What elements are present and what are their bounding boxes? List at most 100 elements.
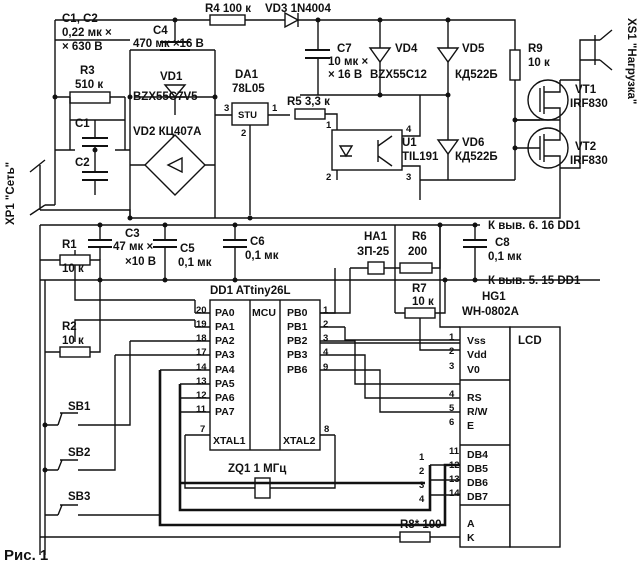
u1-pin4: 4 <box>406 124 412 135</box>
da1-pin1: 1 <box>272 103 278 114</box>
lcd-pin-num: 5 <box>449 403 455 414</box>
sb-contacts <box>57 412 63 516</box>
c7-capacitor <box>305 49 330 59</box>
mcu-pin-num: 1 <box>323 305 329 316</box>
buttons-common <box>60 412 78 506</box>
mcu-pin-num: 11 <box>196 404 207 415</box>
c7-label: С7 <box>337 43 352 55</box>
r6-value: 200 <box>408 246 427 258</box>
u1-label: U1 <box>402 137 417 149</box>
lcd-pin-label: Vss <box>467 335 486 347</box>
c5-value: 0,1 мк <box>178 257 212 269</box>
c1c2-value: 0,22 мк × <box>62 27 112 39</box>
mcu-pin-num: 20 <box>196 305 207 316</box>
lcd-pin-label: E <box>467 420 474 432</box>
c2-label: С2 <box>75 157 90 169</box>
mcu-pin-pa2: PA2 <box>215 335 235 347</box>
c1-label: С1 <box>75 118 90 130</box>
bus-pin-num: 4 <box>419 494 425 505</box>
vt1-value: IRF830 <box>570 98 608 110</box>
lcd-pin-label: DB4 <box>467 449 488 461</box>
ha1-label: HA1 <box>364 231 388 243</box>
r5-label: R5 3,3 к <box>287 96 330 108</box>
lcd-pin-label: DB6 <box>467 477 488 489</box>
mcu-pin-pb6: PB6 <box>287 364 308 376</box>
to-pin15-label: К выв. 5. 15 DD1 <box>488 275 581 287</box>
lcd-data-bus <box>158 370 460 527</box>
lcd-pin-label: RS <box>467 392 482 404</box>
c6-value: 0,1 мк <box>245 250 279 262</box>
vd1-label: VD1 <box>160 71 183 83</box>
mcu-pin-num: 3 <box>323 333 328 344</box>
vd4-value: BZX55C12 <box>370 69 427 81</box>
lcd-pin-num: 3 <box>449 361 454 372</box>
mcu-pin-pb1: PB1 <box>287 321 308 333</box>
mcu-pin-pa6: PA6 <box>215 392 235 404</box>
r7-potentiometer <box>404 307 436 319</box>
r8-label: R8* 100 <box>400 519 442 531</box>
mcu-pin-num: 18 <box>196 333 207 344</box>
r2-value: 10 к <box>62 335 84 347</box>
lcd-pin-num: 6 <box>449 417 454 428</box>
r9-label: R9 <box>528 43 543 55</box>
junction-dots <box>42 17 518 473</box>
xtal1-label: XTAL1 <box>213 435 246 447</box>
lcd-pin-num: 14 <box>449 488 460 499</box>
u1-led <box>338 145 354 158</box>
bus-pin-num: 3 <box>419 480 424 491</box>
vd3-label: VD3 1N4004 <box>265 3 331 15</box>
mcu-pin-pa3: PA3 <box>215 349 235 361</box>
zq1-label: ZQ1 1 МГц <box>228 463 286 475</box>
sb2-label: SB2 <box>68 447 90 459</box>
r2-label: R2 <box>62 321 77 333</box>
ha1-buzzer <box>367 261 385 275</box>
xs1-label: XS1 "Нагрузка" <box>625 18 637 104</box>
lcd-pin-num: 4 <box>449 389 455 400</box>
hg1-lcd-module <box>459 326 511 548</box>
vt2-label: VT2 <box>575 141 596 153</box>
vt1-label: VT1 <box>575 84 597 96</box>
xtal1-pin: 7 <box>200 424 205 435</box>
u1-pin3: 3 <box>406 172 411 183</box>
r9-resistor <box>509 49 521 81</box>
lcd-pin-label: Vdd <box>467 349 487 361</box>
lcd-pin-label: DB5 <box>467 463 488 475</box>
mcu-pin-num: 19 <box>196 319 207 330</box>
dd1-label: DD1 ATtiny26L <box>210 285 291 297</box>
c6-label: С6 <box>250 236 265 248</box>
c8-value: 0,1 мк <box>488 251 522 263</box>
c2-capacitor <box>82 171 108 181</box>
sb1-label: SB1 <box>68 401 91 413</box>
c1c2-label: С1, С2 <box>62 13 98 25</box>
lcd-pin-label: R/W <box>467 406 488 418</box>
r1-label: R1 <box>62 239 77 251</box>
r3-resistor <box>69 91 111 104</box>
mcu-pin-pb3: PB3 <box>287 349 308 361</box>
xs1-socket <box>599 29 613 71</box>
c3-value2: ×10 В <box>125 256 156 268</box>
c1-capacitor <box>82 137 108 147</box>
dd1-mcu <box>209 299 321 451</box>
u1-value: TIL191 <box>402 151 439 163</box>
vt1-mosfet <box>527 79 569 121</box>
lcd-pin-num: 11 <box>449 446 460 457</box>
mcu-pin-num: 13 <box>196 376 207 387</box>
mcu-pin-pa7: PA7 <box>215 406 235 418</box>
mcu-pin-pa5: PA5 <box>215 378 235 390</box>
mcu-pin-pa0: PA0 <box>215 307 235 319</box>
da1-pin3: 3 <box>224 103 229 114</box>
vd5-diode <box>436 47 460 64</box>
bus-pin-num: 1 <box>419 452 425 463</box>
c5-label: С5 <box>180 243 195 255</box>
xp1-label: XP1 "Сеть" <box>5 162 17 225</box>
vd6-label: VD6 <box>462 137 484 149</box>
c4-value: 470 мк ×16 В <box>133 38 204 50</box>
c1c2-voltage: × 630 В <box>62 41 103 53</box>
da1-pin2: 2 <box>241 128 246 139</box>
r9-value: 10 к <box>528 57 550 69</box>
vd4-label: VD4 <box>395 43 418 55</box>
lcd-pin-label: DB7 <box>467 491 488 503</box>
